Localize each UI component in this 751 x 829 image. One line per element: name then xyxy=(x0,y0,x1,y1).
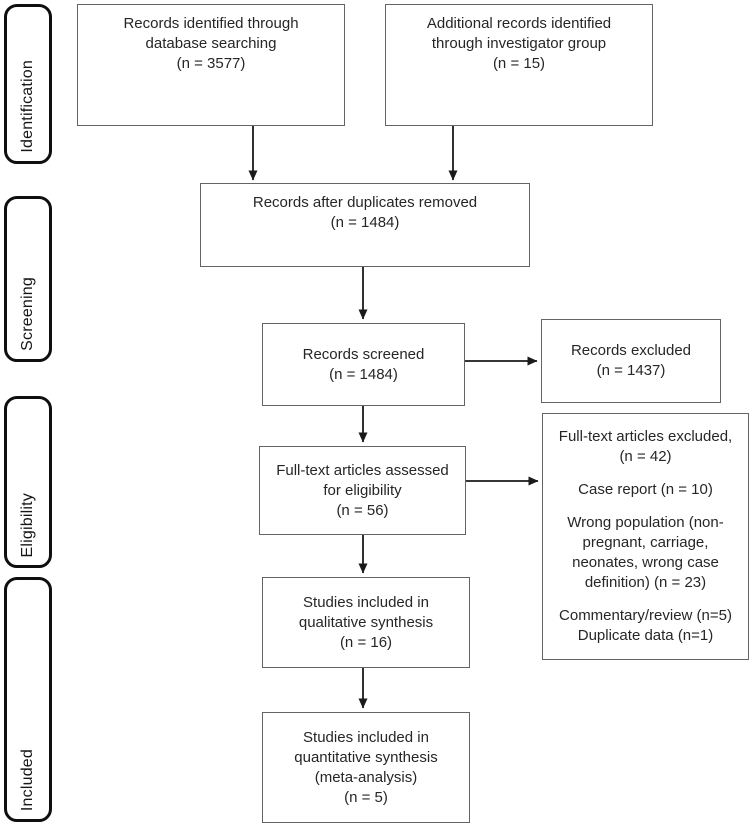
box-records-identified: Records identified through database sear… xyxy=(77,4,345,126)
stage-included: Included xyxy=(4,577,52,822)
box-records-screened-text: Records screened (n = 1484) xyxy=(302,345,425,383)
box-additional-records-text: Additional records identified through in… xyxy=(426,15,612,72)
box-duplicates-removed-text: Records after duplicates removed (n = 14… xyxy=(252,194,478,231)
box-additional-records: Additional records identified through in… xyxy=(385,4,653,126)
fulltext-excluded-heading: Full-text articles excluded, (n = 42) xyxy=(558,428,733,465)
stage-included-label: Included xyxy=(19,748,36,811)
box-fulltext-assessed: Full-text articles assessed for eligibil… xyxy=(259,446,466,535)
box-fulltext-excluded: Full-text articles excluded, (n = 42) Ca… xyxy=(542,413,749,660)
stage-eligibility: Eligibility xyxy=(4,396,52,568)
box-quantitative-synthesis-text: Studies included in quantitative synthes… xyxy=(294,728,438,806)
box-quantitative-synthesis: Studies included in quantitative synthes… xyxy=(262,712,470,823)
stage-eligibility-label: Eligibility xyxy=(19,492,36,557)
box-records-screened: Records screened (n = 1484) xyxy=(262,323,465,406)
box-records-identified-text: Records identified through database sear… xyxy=(123,15,299,72)
stage-screening-label: Screening xyxy=(19,277,36,351)
box-records-excluded: Records excluded (n = 1437) xyxy=(541,319,721,403)
fulltext-excluded-wrong-population: Wrong population (non- pregnant, carriag… xyxy=(567,514,724,591)
box-duplicates-removed: Records after duplicates removed (n = 14… xyxy=(200,183,530,267)
stage-screening: Screening xyxy=(4,196,52,362)
stage-identification: Identification xyxy=(4,4,52,164)
stage-identification-label: Identification xyxy=(19,60,36,153)
fulltext-excluded-case-report: Case report (n = 10) xyxy=(578,481,713,498)
fulltext-excluded-commentary-duplicate: Commentary/review (n=5) Duplicate data (… xyxy=(559,607,732,644)
box-qualitative-synthesis-text: Studies included in qualitative synthesi… xyxy=(298,593,434,651)
box-records-excluded-text: Records excluded (n = 1437) xyxy=(570,342,692,379)
box-qualitative-synthesis: Studies included in qualitative synthesi… xyxy=(262,577,470,668)
box-fulltext-assessed-text: Full-text articles assessed for eligibil… xyxy=(276,461,449,519)
